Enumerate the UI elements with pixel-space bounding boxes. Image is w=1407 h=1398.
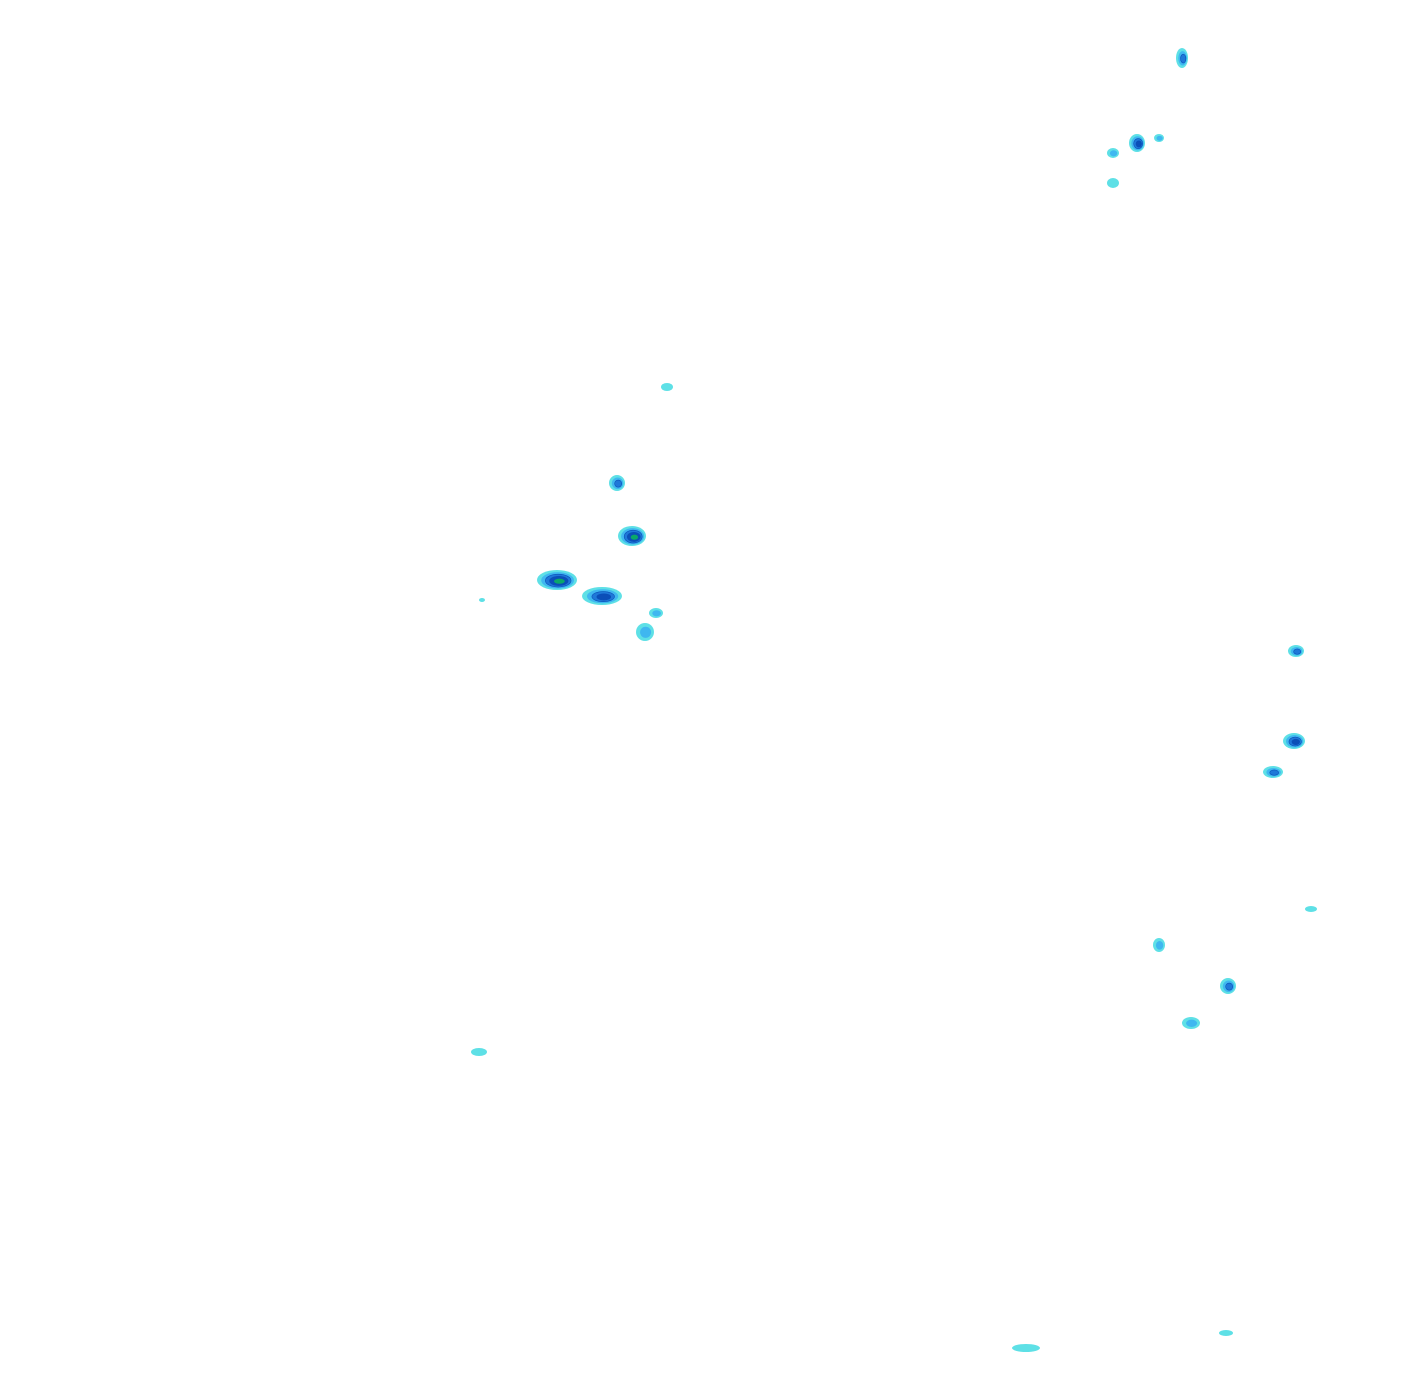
contour-band	[1219, 1330, 1233, 1336]
contour-band	[1305, 906, 1317, 912]
contour-band	[553, 578, 566, 585]
contour-band	[661, 383, 673, 391]
contour-band	[1293, 648, 1302, 655]
contour-band	[1107, 178, 1119, 188]
contour-blob	[471, 1048, 487, 1056]
contour-band	[630, 534, 639, 541]
contour-band	[596, 593, 612, 601]
contour-blob	[1283, 733, 1305, 749]
contour-band	[652, 610, 661, 617]
contour-blob	[1305, 906, 1317, 912]
contour-band	[1225, 982, 1234, 991]
contour-blob	[1263, 766, 1283, 778]
contour-blob	[1182, 1017, 1200, 1029]
contour-blob	[1012, 1344, 1040, 1352]
contour-blobs-group	[471, 48, 1317, 1352]
contour-band	[1109, 150, 1118, 157]
contour-band	[1135, 140, 1142, 148]
contour-blob	[582, 587, 622, 605]
contour-blob	[1219, 1330, 1233, 1336]
contour-band	[614, 479, 623, 488]
contour-blob	[618, 526, 646, 546]
contour-blob	[1107, 178, 1119, 188]
contour-blob	[1220, 978, 1236, 994]
contour-blob	[609, 475, 625, 491]
contour-band	[1012, 1344, 1040, 1352]
contour-blob	[1129, 134, 1145, 152]
contour-band	[479, 598, 485, 602]
contour-blob	[1107, 148, 1119, 158]
contour-blob	[1153, 938, 1165, 952]
contour-blob	[1154, 134, 1164, 142]
contour-band	[1156, 135, 1163, 141]
contour-band	[640, 626, 652, 638]
contour-blob	[636, 623, 654, 641]
contour-band	[471, 1048, 487, 1056]
contour-blob	[537, 570, 577, 590]
contour-band	[1291, 738, 1300, 745]
contour-blob	[1176, 48, 1188, 68]
contour-blob	[661, 383, 673, 391]
contour-blob	[1288, 645, 1304, 657]
contour-band	[1186, 1019, 1198, 1027]
contour-blob	[649, 608, 663, 618]
contour-band	[1155, 940, 1164, 950]
contour-band	[1180, 53, 1187, 64]
contour-blob	[479, 598, 485, 602]
contour-band	[1269, 769, 1279, 776]
